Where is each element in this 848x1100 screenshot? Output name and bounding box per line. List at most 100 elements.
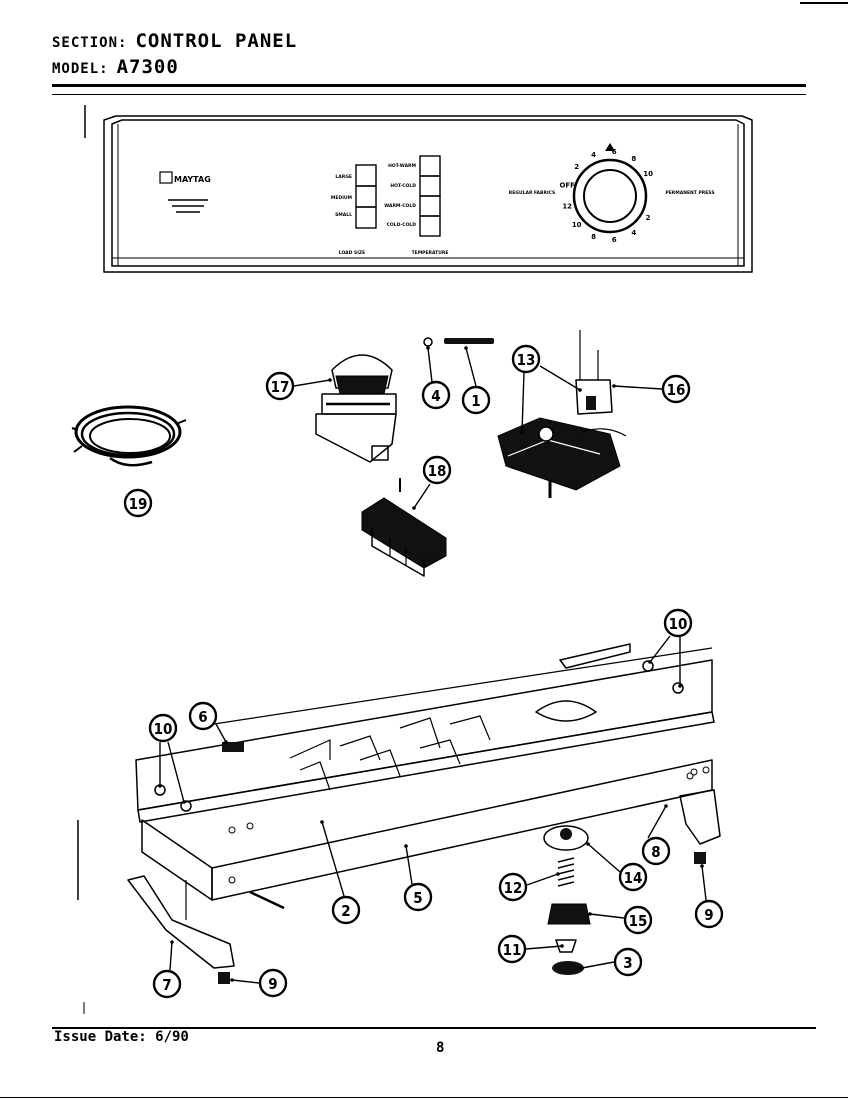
callout-10: 10 [663, 608, 693, 638]
callout-14: 14 [618, 862, 648, 892]
callout-number: 15 [629, 912, 648, 930]
page-number: 8 [436, 1040, 445, 1056]
callout-arrow-tip [700, 864, 704, 868]
callout-leader-line [405, 845, 413, 885]
callout-number: 3 [623, 954, 632, 972]
callout-2: 2 [331, 895, 361, 925]
temperature-warm-cold: WARM-COLD [384, 203, 416, 209]
callout-4: 4 [421, 380, 451, 410]
timer-motor-assembly [497, 330, 627, 498]
callout-arrow-tip [182, 800, 186, 804]
dial-number: 8 [631, 155, 636, 163]
callout-arrow-tip [320, 820, 324, 824]
callout-leader-line [587, 843, 621, 873]
callout-arrow-tip [580, 966, 584, 970]
dial-left-label: REGULAR FABRICS [509, 190, 556, 196]
dial-number: 6 [612, 148, 617, 156]
callout-8: 8 [641, 836, 671, 866]
callout-arrow-tip [464, 346, 468, 350]
load-size-button-small [355, 206, 377, 229]
callout-number: 14 [624, 869, 643, 887]
callout-number: 17 [271, 378, 290, 396]
callout-number: 7 [162, 976, 171, 994]
dial-number: 4 [591, 151, 596, 159]
callout-arrow-tip [588, 912, 592, 916]
callout-12: 12 [498, 872, 528, 902]
callout-5: 5 [403, 882, 433, 912]
load-size-large: LARGE [335, 174, 352, 180]
load-size-buttons: LARGE MEDIUM SMALL LOAD SIZE [331, 164, 377, 256]
callout-leader-line [581, 961, 615, 969]
callout-number: 12 [504, 879, 523, 897]
temperature-button-cold-cold [419, 215, 441, 237]
temperature-hot-cold: HOT-COLD [390, 183, 416, 189]
section-value: CONTROL PANEL [135, 30, 298, 52]
callout-number: 10 [154, 720, 173, 738]
temperature-button-warm-cold [419, 195, 441, 217]
callout-number: 4 [431, 387, 440, 405]
callout-10: 10 [148, 713, 178, 743]
dial-number: 6 [612, 236, 617, 244]
callout-arrow-tip [230, 978, 234, 982]
shaft-rod [444, 338, 494, 344]
callout-7: 7 [152, 969, 182, 999]
footer-rule [52, 1027, 816, 1029]
callout-leader-line [321, 821, 345, 897]
callout-arrow-tip [678, 684, 682, 688]
callout-3: 3 [613, 947, 643, 977]
callout-arrow-tip [612, 384, 616, 388]
temperature-hot-warm: HOT-WARM [388, 163, 416, 169]
knob-skirt [555, 939, 577, 953]
callout-arrow-tip [170, 940, 174, 944]
callout-number: 11 [503, 941, 522, 959]
callout-number: 16 [667, 381, 686, 399]
load-size-button-large [355, 164, 377, 187]
callout-leader-line [169, 941, 173, 971]
clip-left [218, 972, 230, 984]
model-heading: MODEL: A7300 [52, 56, 179, 78]
callout-leader-line [526, 873, 559, 886]
model-key: MODEL: [52, 61, 109, 77]
callout-17: 17 [265, 371, 295, 401]
knob [547, 903, 591, 925]
header-rule-thick [52, 84, 806, 87]
spring [557, 857, 575, 887]
load-size-medium: MEDIUM [331, 195, 353, 201]
callout-arrow-tip [328, 378, 332, 382]
corner-mark [800, 2, 848, 4]
callout-arrow-tip [556, 872, 560, 876]
callout-leader-line [539, 365, 581, 391]
callout-leader-line [521, 371, 525, 433]
temperature-cold-cold: COLD-COLD [387, 222, 417, 228]
callout-arrow-tip [404, 844, 408, 848]
push-button-switch-block [361, 478, 447, 577]
callout-number: 10 [669, 615, 688, 633]
callout-leader-line [427, 347, 433, 383]
model-value: A7300 [116, 56, 179, 78]
callout-number: 8 [651, 843, 660, 861]
callout-number: 1 [471, 392, 480, 410]
clip-right [694, 852, 706, 864]
callout-13: 13 [511, 344, 541, 374]
load-size-small: SMALL [335, 212, 352, 218]
callout-leader-line [167, 741, 185, 803]
callout-15: 15 [623, 905, 653, 935]
page-edge [0, 1097, 848, 1098]
timer-switch-assembly [315, 354, 397, 463]
callout-number: 5 [413, 889, 422, 907]
callout-number: 9 [268, 975, 277, 993]
dial-number: 2 [646, 214, 651, 222]
callout-number: 18 [428, 462, 447, 480]
callout-arrow-tip [520, 430, 524, 434]
callout-leader-line [215, 723, 227, 743]
callout-leader-line [525, 945, 563, 950]
callout-arrow-tip [586, 842, 590, 846]
callout-leader-line [293, 379, 331, 387]
callout-number: 6 [198, 708, 207, 726]
clip [423, 337, 433, 347]
callout-arrow-tip [158, 784, 162, 788]
callout-arrow-tip [578, 388, 582, 392]
